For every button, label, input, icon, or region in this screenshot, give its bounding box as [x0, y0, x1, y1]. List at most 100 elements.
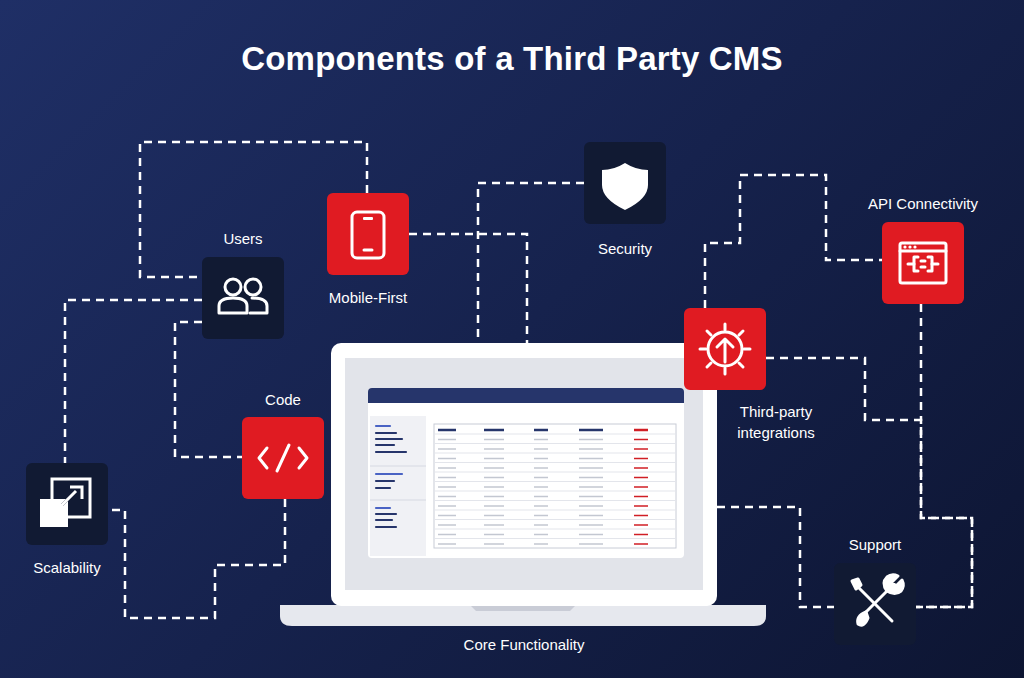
- table-cell-stroke: [634, 534, 648, 536]
- table-cell-stroke: [438, 534, 456, 536]
- table-cell-stroke: [438, 505, 456, 507]
- table-rule: [434, 529, 676, 530]
- table-cell-stroke: [634, 467, 648, 469]
- icon-tile-node: Users: [202, 257, 284, 339]
- table-cell-stroke: [534, 524, 548, 526]
- table-rule: [434, 472, 676, 473]
- table-cell-stroke: [579, 448, 603, 450]
- node-label: Support: [815, 534, 935, 555]
- table-cell-stroke: [579, 534, 603, 536]
- sidebar-stroke: [376, 438, 402, 440]
- table-rule: [434, 519, 676, 520]
- icon-tile-node: API Connectivity: [882, 222, 964, 304]
- table-cell-stroke: [579, 439, 603, 441]
- dashed-connector: [409, 234, 527, 343]
- table-cell-stroke: [534, 515, 548, 517]
- node-label: Users: [183, 228, 303, 249]
- table-cell-stroke: [579, 458, 603, 460]
- table-cell-stroke: [534, 439, 548, 441]
- table-cell-stroke: [484, 467, 504, 469]
- table-cell-stroke: [634, 448, 648, 450]
- table-cell-stroke: [534, 496, 548, 498]
- sidebar-stroke: [376, 432, 396, 434]
- table-cell-stroke: [534, 505, 548, 507]
- table-cell-stroke: [579, 477, 603, 479]
- table-cell-stroke: [579, 496, 603, 498]
- laptop-node: Core Functionality: [331, 343, 717, 606]
- table-cell-stroke: [484, 458, 504, 460]
- node-label: Third-party integrations: [720, 401, 832, 443]
- table-cell-stroke: [534, 458, 548, 460]
- node-label: Security: [555, 238, 695, 259]
- table-cell-stroke: [579, 505, 603, 507]
- table-cell-stroke: [438, 486, 456, 488]
- table-cell-stroke: [634, 515, 648, 517]
- node-label: Mobile-First: [298, 287, 438, 308]
- table-cell-stroke: [579, 486, 603, 488]
- table-cell-stroke: [579, 515, 603, 517]
- sidebar-stroke: [376, 526, 396, 528]
- dashed-connector: [65, 300, 202, 463]
- table-rule: [434, 481, 676, 482]
- icon-tile-node: Support: [834, 563, 916, 645]
- table-cell-stroke: [484, 429, 504, 432]
- table-rule: [434, 434, 676, 435]
- table-cell-stroke: [484, 439, 504, 441]
- table-cell-stroke: [484, 534, 504, 536]
- table-cell-stroke: [534, 448, 548, 450]
- table-cell-stroke: [438, 477, 456, 479]
- table-cell-stroke: [634, 429, 648, 432]
- table-cell-stroke: [438, 543, 456, 545]
- table-cell-stroke: [484, 477, 504, 479]
- table-rule: [434, 510, 676, 511]
- diagram-title: Components of a Third Party CMS: [0, 40, 1024, 78]
- table-cell-stroke: [438, 448, 456, 450]
- sidebar-stroke: [376, 507, 390, 509]
- table-cell-stroke: [484, 448, 504, 450]
- table-cell-stroke: [634, 477, 648, 479]
- table-cell-stroke: [484, 543, 504, 545]
- icon-tile-node: Scalability: [26, 463, 108, 545]
- table-cell-stroke: [534, 467, 548, 469]
- table-cell-stroke: [438, 439, 456, 441]
- table-rule: [434, 491, 676, 492]
- table-cell-stroke: [579, 467, 603, 469]
- sidebar-stroke: [376, 513, 396, 515]
- table-cell-stroke: [634, 486, 648, 488]
- dashed-connector: [108, 499, 285, 618]
- table-cell-stroke: [534, 534, 548, 536]
- node-label: Code: [223, 389, 343, 410]
- dashed-connector: [916, 304, 972, 607]
- table-cell-stroke: [534, 486, 548, 488]
- icon-tile-node: Code: [242, 417, 324, 499]
- node-label: Core Functionality: [414, 634, 634, 655]
- icon-tile-node: Third-party integrations: [684, 308, 766, 390]
- table-cell-stroke: [634, 543, 648, 545]
- dashed-connector: [478, 183, 584, 343]
- node-label: Scalability: [7, 557, 127, 578]
- table-cell-stroke: [534, 429, 548, 432]
- table-rule: [434, 443, 676, 444]
- icon-tile-node: Mobile-First: [327, 193, 409, 275]
- table-cell-stroke: [438, 467, 456, 469]
- table-cell-stroke: [438, 515, 456, 517]
- table-cell-stroke: [579, 429, 603, 432]
- table-rule: [434, 500, 676, 501]
- node-label: API Connectivity: [863, 193, 983, 214]
- sidebar-stroke: [376, 487, 390, 489]
- sidebar-stroke: [376, 519, 392, 521]
- dashed-connector: [175, 322, 242, 457]
- table-cell-stroke: [579, 524, 603, 526]
- table-rule: [434, 462, 676, 463]
- sidebar-stroke: [376, 480, 394, 482]
- table-rule: [434, 453, 676, 454]
- sidebar-stroke: [376, 425, 390, 427]
- table-cell-stroke: [634, 524, 648, 526]
- table-cell-stroke: [484, 496, 504, 498]
- table-cell-stroke: [534, 543, 548, 545]
- sidebar-stroke: [376, 451, 406, 453]
- table-cell-stroke: [438, 429, 456, 432]
- table-rule: [434, 538, 676, 539]
- table-cell-stroke: [634, 458, 648, 460]
